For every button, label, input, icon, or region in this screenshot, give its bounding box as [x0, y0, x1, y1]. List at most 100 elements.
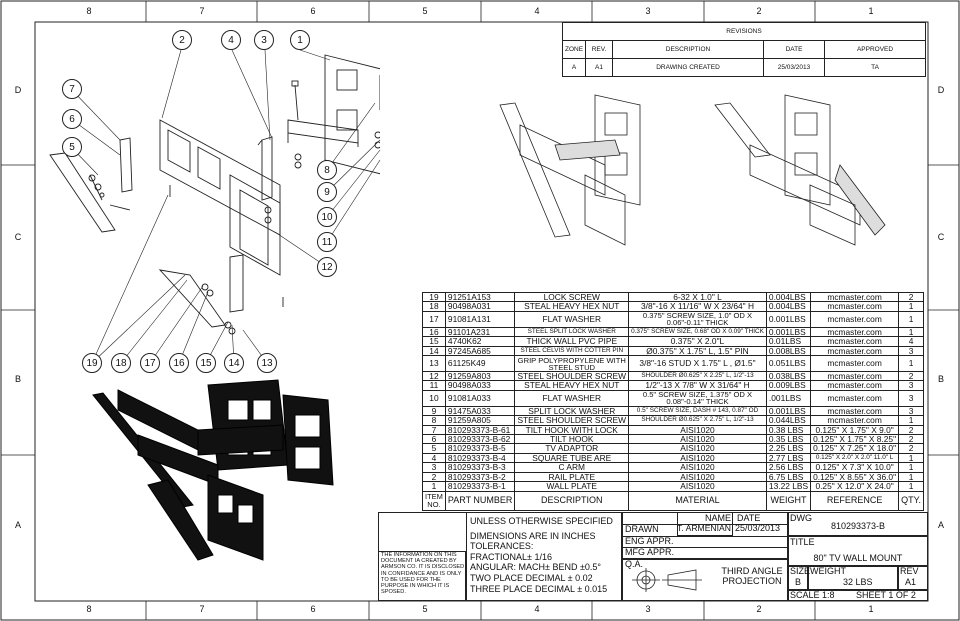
rev-cell: DRAWING CREATED	[612, 58, 764, 77]
bom-cell: LOCK SCREW	[514, 291, 630, 303]
bom-cell: 0.01LBS	[765, 336, 812, 347]
bom-cell: 4740K62	[444, 336, 516, 347]
rev-cell: TA	[824, 58, 926, 77]
zone-label-top: 5	[422, 6, 428, 16]
bom-cell: STEEL CELVIS WITH COTTER PIN	[514, 345, 630, 357]
zone-label-right: B	[937, 374, 944, 384]
bom-cell: 2	[898, 434, 924, 445]
rendered-view	[92, 379, 334, 561]
grid-line	[622, 536, 788, 537]
bom-cell: RAIL PLATE	[514, 471, 630, 483]
bom-cell: mcmaster.com	[810, 345, 900, 357]
assembled-view-1	[499, 94, 641, 246]
bom-cell: TILT HOOK	[514, 434, 630, 445]
projection-box	[622, 559, 788, 601]
bom-cell: 3	[898, 345, 924, 357]
bom-cell: mcmaster.com	[810, 371, 900, 382]
zone-label-bottom: 7	[199, 604, 205, 614]
zone-label-bottom: 2	[756, 604, 762, 614]
zone-label-right: D	[937, 85, 945, 95]
balloon: 1	[290, 30, 310, 50]
confidential-note: THE INFORMATION ON THIS DOCUMENT IA CREA…	[381, 552, 465, 596]
bom-cell: 7	[422, 424, 446, 436]
bom-cell: 1	[898, 301, 924, 312]
bom-cell: STEAL HEAVY HEX NUT	[514, 301, 630, 312]
bom-header: QTY.	[898, 490, 924, 511]
bom-cell: 1	[898, 471, 924, 483]
bom-cell: mcmaster.com	[810, 389, 900, 407]
rev-box	[898, 566, 928, 590]
drawn-date: 25/03/2013	[735, 523, 781, 533]
bom-cell: 91475A033	[444, 405, 516, 417]
size-value: B	[795, 577, 802, 587]
bom-cell: 11	[422, 380, 446, 391]
bom-cell: 810293373-B-5	[444, 443, 516, 454]
bom-cell: 0.38 LBS	[765, 424, 812, 436]
bom-header: ITEM NO.	[422, 490, 446, 511]
bom-cell: 15	[422, 336, 446, 347]
zone-label-left: C	[14, 232, 22, 242]
bom-cell: AISI1020	[628, 471, 767, 483]
balloon: 13	[257, 353, 277, 373]
zone-label-top: 3	[645, 6, 651, 16]
bom-cell: 8	[422, 415, 446, 426]
bom-cell: 0.375" SCREW SIZE, 0.68" OD X 0.09" THIC…	[628, 326, 767, 338]
zone-label-bottom: 8	[86, 604, 92, 614]
bom-cell: Ø0.375" X 1.75" L, 1.5" PIN	[628, 345, 767, 357]
bom-cell: 91259A805	[444, 415, 516, 426]
bom-cell: 1	[898, 310, 924, 328]
bom-cell: AISI1020	[628, 434, 767, 445]
bom-cell: mcmaster.com	[810, 415, 900, 426]
bom-cell: mcmaster.com	[810, 380, 900, 391]
bom-cell: 1	[898, 415, 924, 426]
bom-cell: 4	[422, 452, 446, 464]
bom-cell: AISI1020	[628, 424, 767, 436]
balloon: 4	[221, 30, 241, 50]
bom-cell: STEEL SHOULDER SCREW	[514, 415, 630, 426]
bom-cell: AISI1020	[628, 452, 767, 464]
bom-cell: 4	[898, 336, 924, 347]
balloon: 19	[82, 353, 102, 373]
zone-label-top: 4	[534, 6, 540, 16]
bom-cell: 10	[422, 389, 446, 407]
bom-cell: 5	[422, 443, 446, 454]
bom-cell: SHOULDER Ø0.625" X 2.25" L, 1/2"-13	[628, 371, 767, 382]
bom-cell: 91101A231	[444, 326, 516, 338]
drawn-name: T. ARMENIAN	[677, 523, 731, 533]
bom-cell: 0.125" X 8.55" X 36.0"	[810, 471, 900, 483]
bom-cell: 2.56 LBS	[765, 462, 812, 473]
bom-cell: SPLIT LOCK WASHER	[514, 405, 630, 417]
bom-cell: 16	[422, 326, 446, 338]
bom-cell: 13.22 LBS	[765, 481, 812, 492]
title-label: TITLE	[790, 537, 815, 547]
bom-cell: 0.35 LBS	[765, 434, 812, 445]
bom-cell: 91081A131	[444, 310, 516, 328]
bom-header: PART NUMBER	[444, 490, 516, 511]
bom-cell: mcmaster.com	[810, 291, 900, 303]
bom-cell: 3	[422, 462, 446, 473]
bom-cell: mcmaster.com	[810, 310, 900, 328]
balloon: 18	[111, 353, 131, 373]
zone-label-top: 1	[868, 6, 874, 16]
balloon: 10	[317, 207, 337, 227]
bom-cell: 1	[898, 462, 924, 473]
bom-cell: 97245A685	[444, 345, 516, 357]
weight-label: WEIGHT	[810, 566, 846, 576]
balloon: 7	[62, 79, 82, 99]
bom-cell: 0.375" X 2.0"L	[628, 336, 767, 347]
bom-cell: 2	[422, 471, 446, 483]
bom-header: MATERIAL	[628, 490, 767, 511]
tolerance-line: TWO PLACE DECIMAL ± 0.02	[470, 572, 593, 583]
revisions-table: REVISIONS ZONE REV. DESCRIPTION DATE APP…	[562, 22, 926, 77]
bom-cell: FLAT WASHER	[514, 310, 630, 328]
balloon: 12	[317, 257, 337, 277]
scale-value: SCALE 1:8	[790, 590, 835, 600]
weight-box	[808, 566, 898, 590]
tolerance-line: ANGULAR: MACH± BEND ±0.5°	[470, 562, 602, 573]
